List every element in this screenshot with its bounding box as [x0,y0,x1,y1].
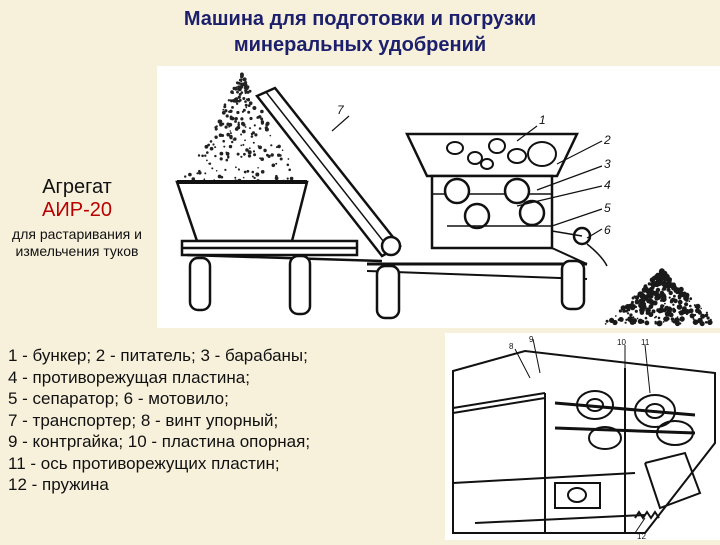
machine-callout-2: 2 [603,133,611,147]
unit-model: АИР-20 [42,199,112,221]
legend-item: 7 - транспортер; 8 - винт упорный; [8,410,279,430]
slide-title: Машина для подготовки и погрузки минерал… [120,6,600,58]
machine-callout-4: 4 [604,178,611,192]
detail-callout-11: 11 [641,338,650,347]
machine-callout-1: 1 [539,113,546,127]
machine-callout-6: 6 [604,223,611,237]
legend: 1 - бункер; 2 - питатель; 3 - барабаны; … [8,345,428,496]
unit-description: для растаривания и измельчения туков [12,226,142,259]
title-line-2: минеральных удобрений [233,34,487,56]
detail-callout-12: 12 [637,532,646,540]
machine-callout-3: 3 [604,157,611,171]
unit-name: Агрегат [42,176,112,198]
machine-drawing-svg: 7 1 2 3 4 5 6 [175,72,713,327]
detail-callout-9: 9 [529,335,534,344]
detail-callout-10: 10 [617,338,626,347]
side-caption: Агрегат АИР-20 для растаривания и измель… [4,176,150,260]
machine-drawing: 7 1 2 3 4 5 6 [157,66,720,328]
detail-drawing-svg: 8 9 10 11 12 [452,335,716,541]
detail-callout-8: 8 [509,342,514,351]
legend-item: 1 - бункер; 2 - питатель; 3 - барабаны; [8,346,308,365]
title-line-1: Машина для подготовки и погрузки [183,8,537,30]
machine-callout-7: 7 [337,103,345,117]
detail-drawing: 8 9 10 11 12 [445,333,720,541]
legend-item: 12 - пружина [8,475,109,494]
legend-item: 4 - противорежущая пластина; [8,367,250,387]
legend-item: 11 - ось противорежущих пластин; [8,453,280,473]
legend-item: 5 - сепаратор; 6 - мотовило; [8,389,229,408]
machine-callout-5: 5 [604,201,611,215]
legend-item: 9 - контргайка; 10 - пластина опорная; [8,432,311,451]
